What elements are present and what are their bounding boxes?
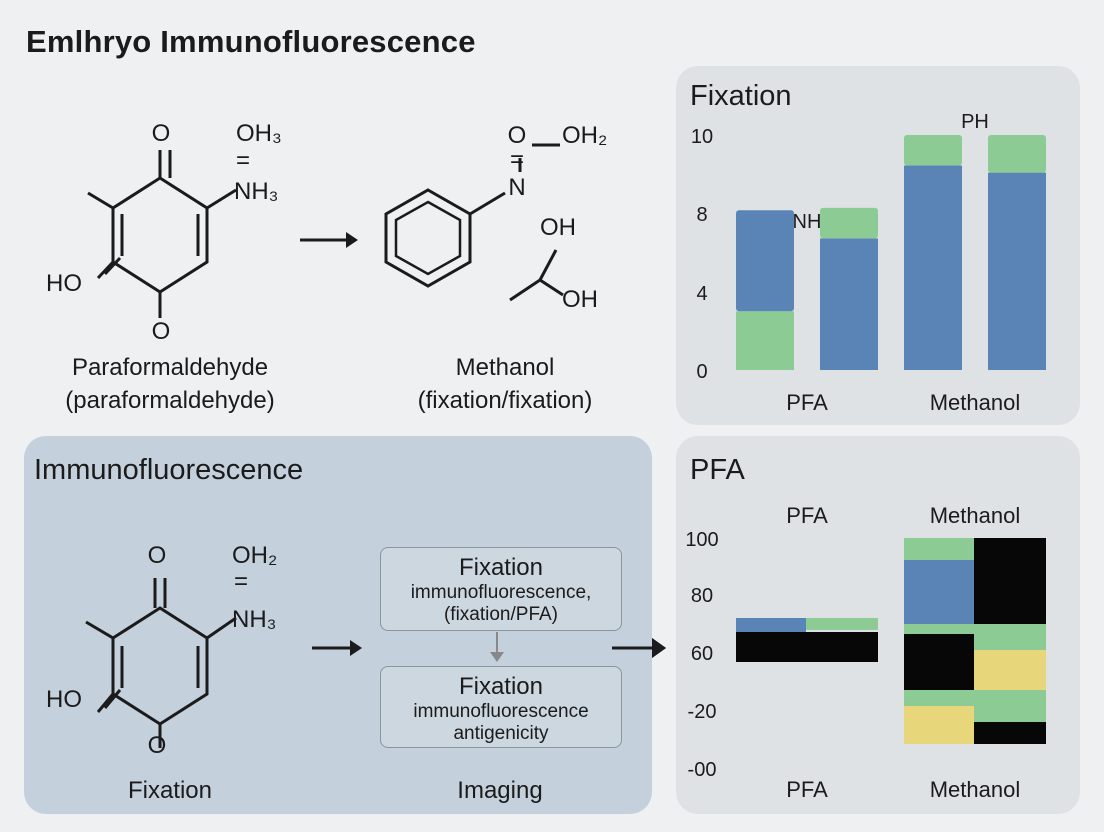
- immuno-atom-o-bottom: O: [147, 732, 167, 759]
- atom-n: N: [508, 174, 526, 201]
- methanol-label: Methanol: [455, 354, 555, 381]
- y-tick-label: 8: [696, 204, 707, 226]
- page-title: Emlhryo Immunofluorescence: [26, 24, 476, 59]
- fixation-step-box-2: Fixation immunofluorescence antigenicity: [380, 666, 622, 748]
- heatmap-cell: [974, 722, 1046, 744]
- atom-oh-top: OH: [540, 214, 576, 241]
- annotation-ph: PH: [961, 111, 989, 133]
- immuno-bond-double: =: [234, 568, 249, 595]
- bar-segment: [736, 311, 794, 370]
- x-tick-label: Methanol: [930, 777, 1021, 802]
- heatmap-cell: [736, 632, 878, 662]
- heatmap-cell: [904, 634, 974, 690]
- heatmap-cell: [974, 624, 1046, 650]
- column-header: PFA: [786, 503, 828, 528]
- fixation-chart-title: Fixation: [690, 80, 792, 112]
- y-tick-label: 0: [696, 361, 707, 383]
- heatmap-cell: [904, 560, 974, 624]
- heatmap-cell: [904, 690, 974, 706]
- box2-line1: immunofluorescence: [413, 701, 589, 722]
- heatmap-cell: [974, 690, 1046, 722]
- heatmap-cell: [736, 618, 806, 634]
- heatmap-cell: [974, 538, 1046, 624]
- annotation-nh: NH: [793, 211, 822, 233]
- atom-oh3: OH₃: [236, 120, 282, 147]
- y-tick-label: -00: [688, 759, 717, 781]
- bond-double-2: =: [509, 146, 524, 173]
- bond-double: =: [236, 147, 251, 174]
- immuno-atom-o-top: O: [147, 542, 167, 569]
- pfa-chart-title: PFA: [690, 454, 745, 486]
- paraformaldehyde-sublabel: (paraformaldehyde): [65, 387, 275, 414]
- bar-segment: [988, 135, 1046, 173]
- heatmap-cell: [974, 650, 1046, 690]
- immunofluorescence-title: Immunofluorescence: [34, 454, 304, 486]
- heatmap-cell: [904, 538, 974, 560]
- atom-ho: HO: [46, 270, 82, 297]
- y-tick-label: 80: [691, 585, 713, 607]
- immuno-atom-nh3: NH₃: [232, 606, 277, 633]
- box1-heading: Fixation: [458, 554, 544, 581]
- heatmap-cell: [904, 706, 974, 744]
- atom-oh2: OH₂: [562, 122, 608, 149]
- heatmap-cell: [806, 618, 878, 630]
- y-tick-label: 100: [685, 529, 718, 551]
- heatmap-cell: [904, 624, 974, 634]
- x-tick-label: PFA: [786, 390, 828, 415]
- bar-segment: [988, 172, 1046, 370]
- atom-o: O: [507, 122, 527, 149]
- immuno-atom-oh2: OH₂: [232, 542, 278, 569]
- box2-heading: Fixation: [458, 673, 544, 700]
- bar-segment: [904, 165, 962, 370]
- immuno-label-fixation: Fixation: [127, 777, 213, 804]
- box1-line1: immunofluorescence,: [410, 582, 592, 603]
- y-tick-label: 60: [691, 643, 713, 665]
- x-tick-label: Methanol: [930, 390, 1021, 415]
- atom-oh-bottom: OH: [562, 286, 598, 313]
- y-tick-label: -20: [688, 701, 717, 723]
- immuno-atom-ho: HO: [46, 686, 82, 713]
- fixation-step-box-1: Fixation immunofluorescence, (fixation/P…: [380, 547, 622, 631]
- box2-line2: antigenicity: [453, 723, 549, 744]
- paraformaldehyde-label: Paraformaldehyde: [71, 354, 269, 381]
- bar-segment: [820, 238, 878, 370]
- atom-o-bottom: O: [151, 318, 171, 345]
- atom-nh3: NH₃: [234, 178, 279, 205]
- bar-segment: [736, 210, 794, 312]
- methanol-sublabel: (fixation/fixation): [417, 387, 593, 414]
- y-tick-label: 4: [696, 283, 707, 305]
- atom-o-top: O: [151, 120, 171, 147]
- bar-segment: [820, 207, 878, 239]
- box1-line2: (fixation/PFA): [443, 604, 559, 625]
- column-header: Methanol: [930, 503, 1021, 528]
- bar-segment: [904, 135, 962, 166]
- x-tick-label: PFA: [786, 777, 828, 802]
- immuno-label-imaging: Imaging: [457, 777, 543, 804]
- y-tick-label: 10: [691, 126, 713, 148]
